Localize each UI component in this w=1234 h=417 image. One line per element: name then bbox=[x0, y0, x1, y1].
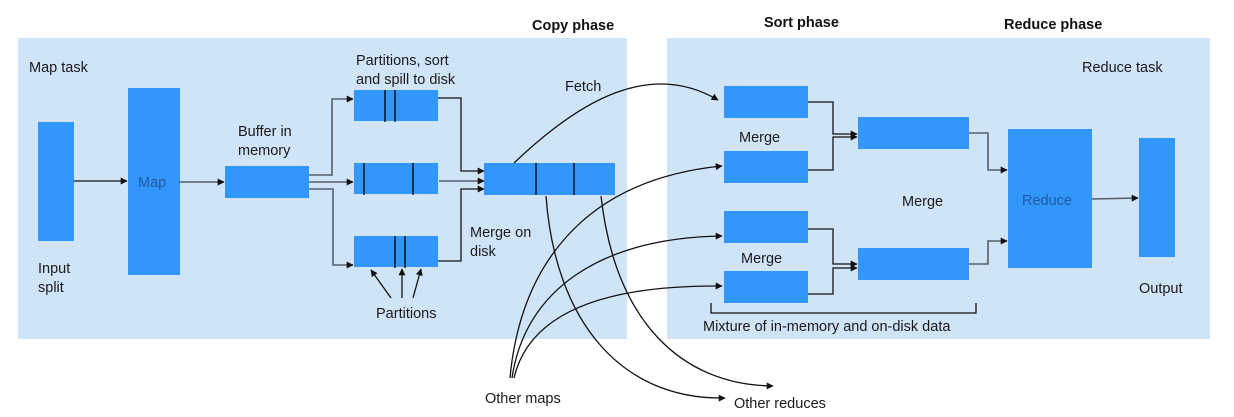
buffer-to-spill-3-arrow bbox=[309, 188, 354, 269]
mixture-bracket bbox=[710, 303, 977, 314]
segment-3-merge-arrow bbox=[808, 228, 858, 268]
partition-pointer-3 bbox=[412, 268, 423, 299]
other-reduce-arrow-2 bbox=[600, 195, 774, 390]
spill-label-2: and spill to disk bbox=[356, 72, 456, 88]
merge-on-disk-label-1: Merge on bbox=[470, 225, 531, 241]
merged-output-file bbox=[484, 163, 615, 195]
buffer-box bbox=[225, 166, 309, 198]
mixture-label: Mixture of in-memory and on-disk data bbox=[703, 319, 951, 335]
buffer-to-spill-1-arrow bbox=[309, 95, 354, 176]
intermediate-merge-1-box bbox=[858, 117, 969, 149]
merge-2-to-reduce-arrow bbox=[969, 237, 1008, 265]
map-task-label: Map task bbox=[29, 60, 89, 76]
merge-mid-label: Merge bbox=[902, 194, 943, 210]
other-maps-label: Other maps bbox=[485, 391, 561, 407]
segment-4-box bbox=[724, 271, 808, 303]
reduce-to-output-arrow bbox=[1091, 194, 1139, 202]
output-box bbox=[1139, 138, 1175, 257]
other-reduce-arrow-1 bbox=[545, 195, 726, 402]
segment-3-box bbox=[724, 211, 808, 243]
partition-pointer-1 bbox=[370, 269, 392, 299]
merge-on-disk-label-2: disk bbox=[470, 244, 497, 260]
reduce-box bbox=[1008, 129, 1092, 268]
segment-1-merge-arrow bbox=[808, 101, 858, 138]
map-box-label: Map bbox=[138, 175, 166, 191]
reduce-box-label: Reduce bbox=[1022, 193, 1072, 209]
merge-top-label: Merge bbox=[739, 130, 780, 146]
spill-file-3 bbox=[354, 236, 438, 268]
input-split-box bbox=[38, 122, 74, 241]
intermediate-merge-2-box bbox=[858, 248, 969, 280]
merge-bottom-label: Merge bbox=[741, 251, 782, 267]
fetch-label: Fetch bbox=[565, 79, 601, 95]
buffer-label-2: memory bbox=[238, 143, 291, 159]
reduce-phase-header: Reduce phase bbox=[1004, 17, 1102, 33]
fetch-arrow bbox=[513, 83, 719, 164]
other-map-arrow-2 bbox=[511, 232, 723, 379]
segment-2-merge-arrow bbox=[808, 133, 858, 171]
output-label: Output bbox=[1139, 281, 1183, 297]
other-reduces-label: Other reduces bbox=[734, 396, 826, 412]
other-map-arrow-1 bbox=[509, 163, 723, 379]
spill-file-2 bbox=[354, 163, 438, 195]
sort-phase-header: Sort phase bbox=[764, 15, 839, 31]
spill-1-to-merge-arrow bbox=[438, 97, 485, 175]
segment-2-box bbox=[724, 151, 808, 183]
input-split-label-2: split bbox=[38, 280, 64, 296]
copy-phase-header: Copy phase bbox=[532, 18, 614, 34]
spill-label-1: Partitions, sort bbox=[356, 53, 449, 69]
partitions-label: Partitions bbox=[376, 306, 436, 322]
spill-file-1 bbox=[354, 90, 438, 122]
merge-1-to-reduce-arrow bbox=[969, 132, 1008, 174]
input-split-label-1: Input bbox=[38, 261, 70, 277]
segment-4-merge-arrow bbox=[808, 264, 858, 295]
reduce-task-label: Reduce task bbox=[1082, 60, 1163, 76]
spill-3-to-merge-arrow bbox=[438, 185, 485, 262]
segment-1-box bbox=[724, 86, 808, 118]
map-box bbox=[128, 88, 180, 275]
buffer-label-1: Buffer in bbox=[238, 124, 292, 140]
other-map-arrow-3 bbox=[513, 282, 723, 379]
